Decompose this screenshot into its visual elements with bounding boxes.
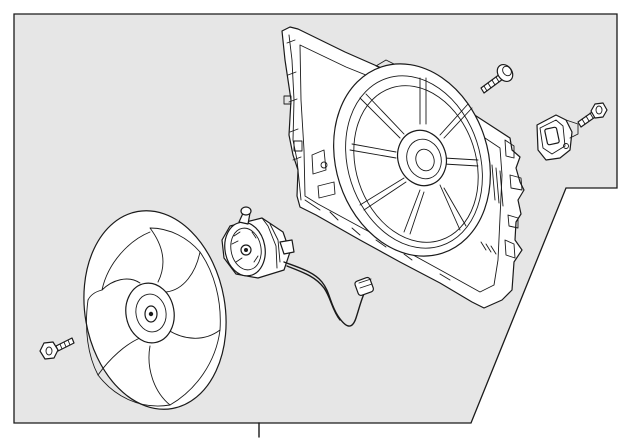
shroud-screw xyxy=(480,64,514,94)
fan-bolt xyxy=(39,337,75,360)
fan-motor xyxy=(221,206,375,327)
fan-shroud xyxy=(281,26,525,309)
resistor xyxy=(536,114,579,161)
resistor-bolt xyxy=(577,102,608,128)
fan-blade xyxy=(83,210,227,410)
